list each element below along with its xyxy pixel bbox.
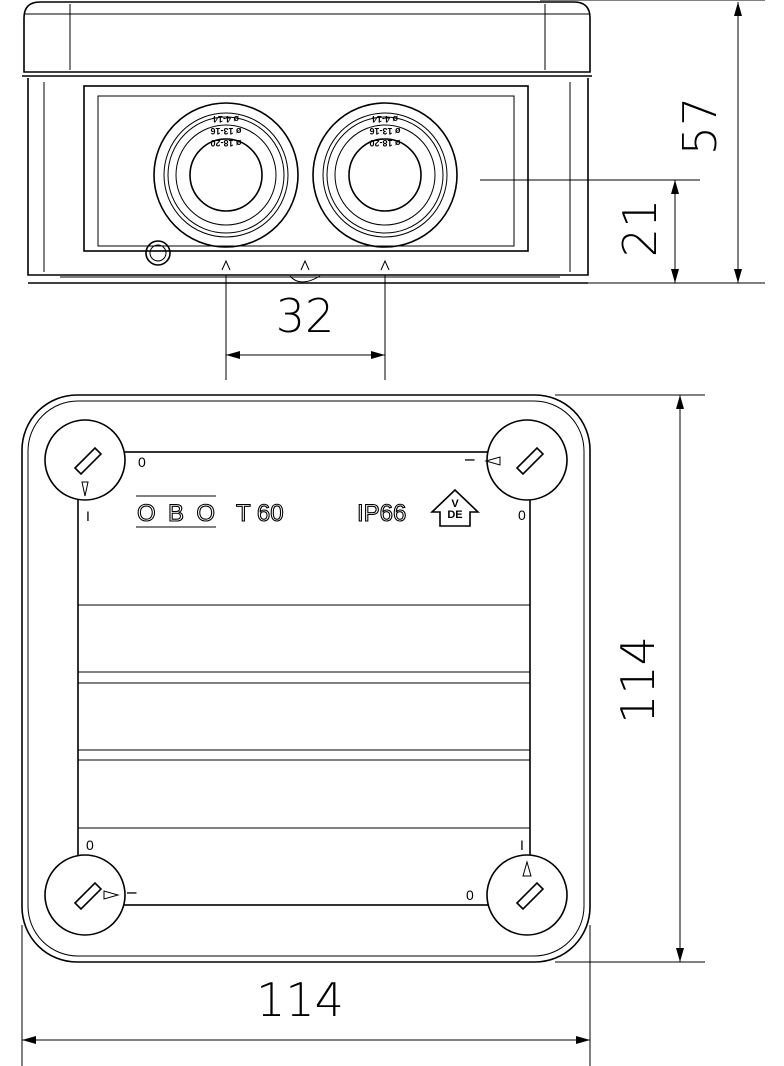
cable-gland-right: ø 18-20 ø 13-16 ø 4-14: [312, 102, 458, 248]
lid-screw-top-left: [44, 419, 126, 501]
lid-side: [23, 1, 591, 73]
open-symbol: 0: [466, 887, 474, 903]
gland-ring-label: ø 13-16: [210, 126, 241, 136]
model-label: T 60: [236, 500, 284, 527]
body-side: [27, 78, 589, 276]
side-view: ø 18-20 ø 13-16 ø 4-14 ø 18-20 ø 13-16 ø…: [22, 1, 592, 284]
lid-screw-bottom-right: [486, 854, 568, 936]
gland-ring-label: ø 18-20: [369, 138, 400, 148]
dimension-gland-height: 21: [613, 199, 667, 258]
gland-ring-label: ø 4-14: [372, 114, 398, 124]
dimension-gland-spacing: 32: [276, 289, 335, 343]
cable-gland-left: ø 18-20 ø 13-16 ø 4-14: [153, 102, 299, 248]
gland-panel: [83, 85, 529, 252]
top-view: 0 I I 0 0 I 0 I OBO T 60 IP66 V DE: [21, 394, 591, 963]
lid-label-panel: [77, 451, 531, 906]
svg-text:V: V: [451, 498, 459, 510]
gland-ring-label: ø 13-16: [369, 126, 400, 136]
open-symbol: 0: [138, 454, 146, 470]
closed-symbol: I: [462, 458, 478, 462]
gland-ring-label: ø 4-14: [213, 114, 239, 124]
closed-symbol: I: [124, 891, 140, 895]
lid-screw-top-right: [484, 419, 568, 501]
obo-logo: OBO: [136, 495, 216, 528]
lid-screw-bottom-left: [44, 854, 126, 936]
closed-symbol: I: [86, 508, 90, 524]
pressure-vent: [145, 240, 171, 266]
closed-symbol: I: [520, 837, 524, 853]
dimension-lines-side: 57 21 32: [225, 0, 765, 380]
dimension-height-total: 57: [673, 97, 727, 156]
gland-ring-label: ø 18-20: [210, 138, 241, 148]
dimension-depth: 114: [611, 636, 665, 724]
open-symbol: 0: [518, 507, 526, 523]
vde-mark-icon: V DE: [430, 488, 480, 527]
open-symbol: 0: [86, 837, 94, 853]
svg-text:OBO: OBO: [137, 500, 215, 527]
ip-rating-label: IP66: [357, 500, 406, 527]
dimension-width: 114: [256, 973, 344, 1027]
lid-outline: [21, 394, 591, 963]
svg-text:DE: DE: [447, 509, 462, 521]
dimension-lines-top: 114 114: [21, 394, 705, 1066]
